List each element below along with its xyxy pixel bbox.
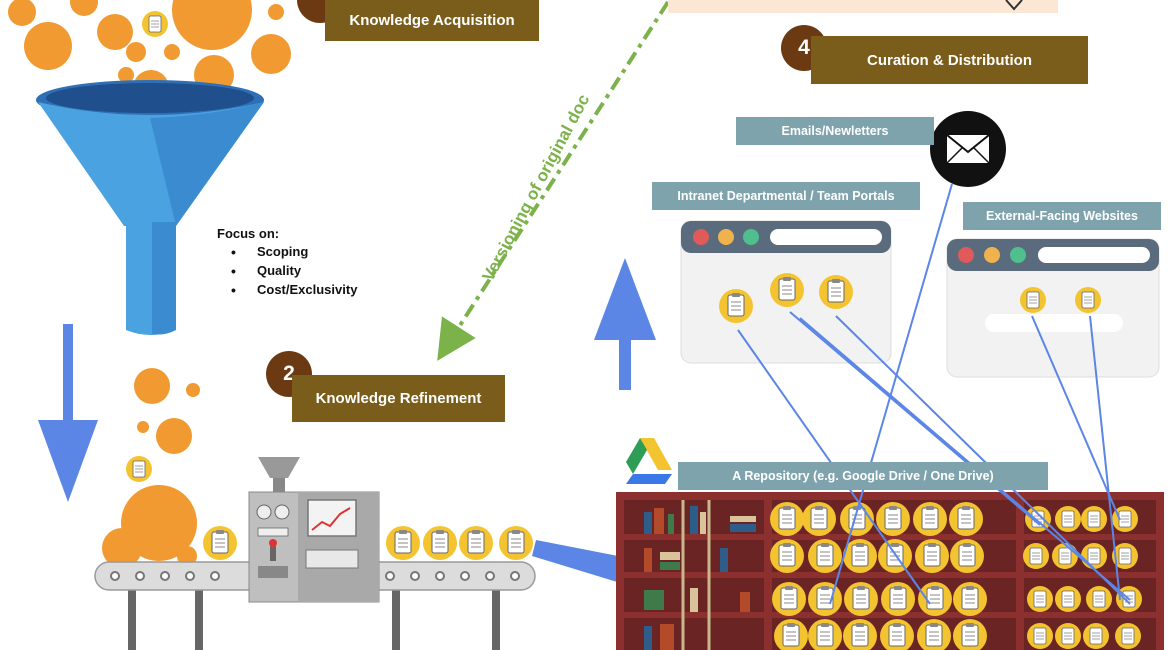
document-icon (949, 538, 985, 574)
document-icon (1080, 542, 1108, 570)
document-icon (1080, 505, 1108, 533)
funnel-icon (36, 80, 264, 335)
document-icon (877, 538, 913, 574)
document-icon (1026, 585, 1054, 613)
focus-item: Cost/Exclusivity (231, 281, 357, 299)
document-icon (880, 581, 916, 617)
document-icon (917, 581, 953, 617)
document-icon (801, 501, 837, 537)
distribution-lines (737, 183, 1131, 605)
document-icon (769, 501, 805, 537)
document-icon (948, 501, 984, 537)
google-drive-icon (626, 438, 672, 484)
document-icon (807, 581, 843, 617)
versioning-arrow (437, 0, 670, 361)
orange-bubbles-refine (102, 368, 200, 568)
browser-window-icon (946, 238, 1160, 378)
document-icon (914, 538, 950, 574)
intranet-portals-label: Intranet Departmental / Team Portals (652, 182, 920, 210)
envelope-icon (930, 111, 1006, 187)
browser-window-icon (680, 220, 892, 364)
step-2-label: Knowledge Refinement (292, 375, 505, 422)
focus-list: Focus on: Scoping Quality Cost/Exclusivi… (217, 226, 357, 300)
document-icon (1082, 622, 1110, 650)
emails-newsletters-label: Emails/Newletters (736, 117, 934, 145)
document-icon (1054, 505, 1082, 533)
document-icon (807, 538, 843, 574)
chevron-icon (1005, 0, 1023, 11)
document-icon (422, 525, 458, 561)
document-icon (1022, 542, 1050, 570)
document-icon (769, 538, 805, 574)
focus-item: Scoping (231, 243, 357, 261)
conveyor-machine-icon (94, 457, 536, 650)
document-icon (1019, 286, 1047, 314)
document-icon (1026, 622, 1054, 650)
document-icon (839, 501, 875, 537)
blue-up-arrow (594, 258, 656, 390)
focus-item: Quality (231, 262, 357, 280)
document-icon (202, 525, 238, 561)
document-icon (385, 525, 421, 561)
step-4-label: Curation & Distribution (811, 36, 1088, 84)
document-icon (843, 581, 879, 617)
focus-title: Focus on: (217, 226, 280, 241)
step-3-box (668, 0, 1058, 13)
step-1-label: Knowledge Acquisition (325, 0, 539, 41)
document-icon (718, 288, 754, 324)
document-icon (1054, 622, 1082, 650)
document-icon (125, 455, 153, 483)
blue-down-arrow (38, 324, 98, 502)
document-icon (141, 10, 169, 38)
document-icon (1114, 622, 1142, 650)
document-icon (769, 272, 805, 308)
document-icon (952, 581, 988, 617)
document-icon (498, 525, 534, 561)
external-websites-label: External-Facing Websites (963, 202, 1161, 230)
document-icon (1074, 286, 1102, 314)
document-icon (1085, 585, 1113, 613)
repository-label: A Repository (e.g. Google Drive / One Dr… (678, 462, 1048, 490)
document-icon (875, 501, 911, 537)
document-icon (912, 501, 948, 537)
document-icon (818, 274, 854, 310)
document-icon (1051, 542, 1079, 570)
document-icon (771, 581, 807, 617)
document-icon (458, 525, 494, 561)
document-icon (1054, 585, 1082, 613)
